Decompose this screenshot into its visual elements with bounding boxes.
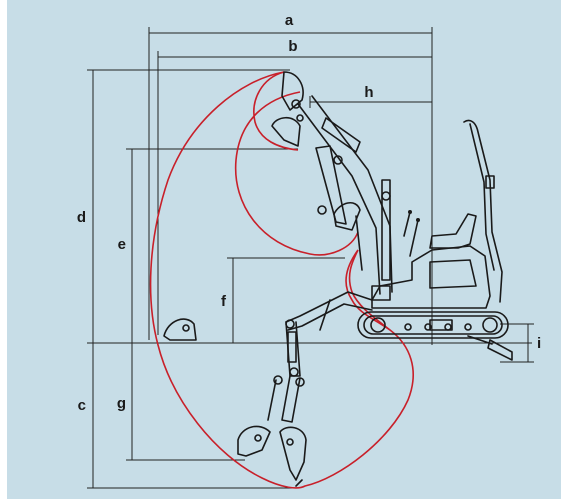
dimension-i: i bbox=[500, 323, 541, 363]
dimension-e: e bbox=[118, 148, 298, 344]
label-c: c bbox=[78, 397, 86, 414]
dimension-g: g bbox=[117, 343, 245, 461]
inner-reach-curve-1 bbox=[253, 71, 299, 151]
label-a: a bbox=[285, 12, 294, 29]
label-b: b bbox=[288, 38, 297, 55]
label-f: f bbox=[221, 293, 227, 310]
excavator-illustration bbox=[163, 71, 513, 487]
inner-reach-curve-2 bbox=[234, 91, 359, 256]
dimension-a: a bbox=[148, 12, 433, 345]
dimension-h: h bbox=[309, 84, 433, 108]
label-d: d bbox=[77, 209, 86, 226]
diagram-background bbox=[7, 0, 561, 499]
label-e: e bbox=[118, 236, 126, 253]
dimension-b: b bbox=[157, 38, 433, 335]
working-range-envelope bbox=[149, 71, 414, 489]
dimension-c: c bbox=[78, 343, 298, 489]
label-h: h bbox=[364, 84, 373, 101]
dimension-f: f bbox=[221, 257, 345, 344]
label-i: i bbox=[537, 335, 541, 352]
label-g: g bbox=[117, 395, 126, 412]
